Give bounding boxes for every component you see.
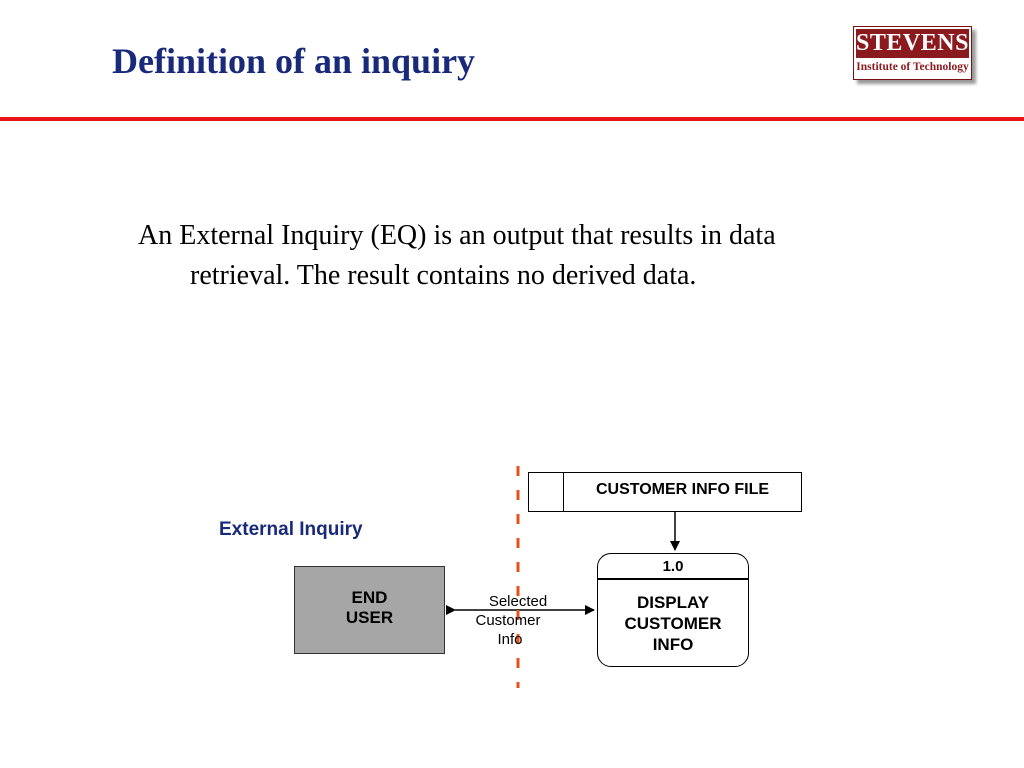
data-flow-label-line-2: Customer — [475, 612, 541, 629]
logo-tagline: Institute of Technology — [856, 61, 969, 73]
data-flow-label: Selected Customer Info — [463, 592, 573, 649]
data-store-customer-info-file: CUSTOMER INFO FILE — [528, 472, 802, 512]
definition-line-1: An External Inquiry (EQ) is an output th… — [138, 220, 776, 251]
data-store-label: CUSTOMER INFO FILE — [595, 481, 770, 498]
data-flow-label-line-3: Info — [497, 631, 523, 648]
logo-name: STEVENS — [856, 29, 969, 58]
process-name: DISPLAY CUSTOMER INFO — [598, 592, 748, 655]
data-flow-label-line-1: Selected — [488, 593, 548, 610]
stevens-logo: STEVENS Institute of Technology — [853, 26, 972, 80]
entity-label-line-1: END — [351, 588, 388, 607]
process-name-line-2: CUSTOMER — [624, 614, 722, 633]
page-title: Definition of an inquiry — [112, 41, 476, 81]
process-id: 1.0 — [662, 558, 684, 575]
diagram-label: External Inquiry — [219, 519, 363, 540]
process-divider — [598, 578, 748, 580]
entity-label-line-2: USER — [345, 608, 394, 627]
process-name-line-1: DISPLAY — [636, 593, 710, 612]
header-divider — [0, 117, 1024, 121]
process-display-customer-info: 1.0 DISPLAY CUSTOMER INFO — [597, 553, 749, 667]
data-store-id-divider — [563, 473, 564, 511]
process-name-line-3: INFO — [652, 635, 694, 654]
definition-text: An External Inquiry (EQ) is an output th… — [138, 216, 938, 296]
external-entity-end-user: END USER — [294, 566, 445, 654]
definition-line-2: retrieval. The result contains no derive… — [190, 260, 697, 291]
